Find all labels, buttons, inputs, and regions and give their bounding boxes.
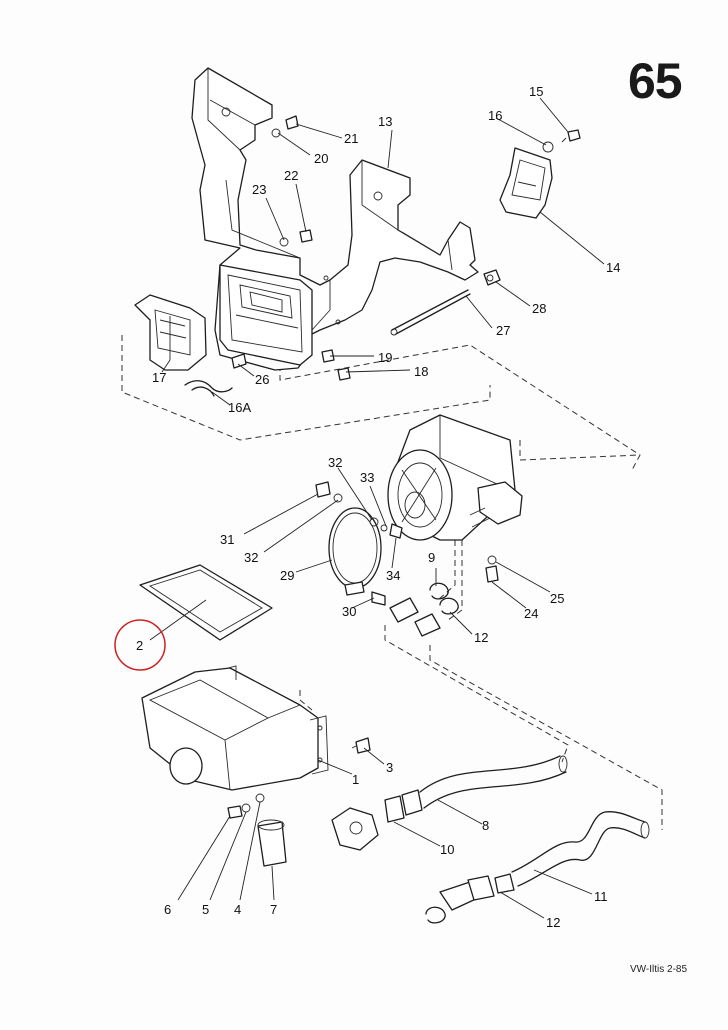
callout-9: 9 [428, 550, 435, 565]
part-15-screw [561, 129, 581, 143]
callout-8: 8 [482, 818, 489, 833]
callout-4: 4 [234, 902, 241, 917]
highlight-circle [114, 619, 166, 671]
callout-12-bottom: 12 [546, 915, 560, 930]
callout-25: 25 [550, 591, 564, 606]
part-3-screw [351, 737, 371, 754]
callout-19: 19 [378, 350, 392, 365]
callout-6: 6 [164, 902, 171, 917]
part-14-vent-flap [499, 141, 554, 219]
callout-13: 13 [378, 114, 392, 129]
part-29-clamp-ring [328, 507, 382, 596]
part-12-lower-fitting [425, 875, 495, 924]
callout-20: 20 [314, 151, 328, 166]
parts-24-25-screw [485, 555, 499, 583]
callout-27: 27 [496, 323, 510, 338]
callout-3: 3 [386, 760, 393, 775]
footer-reference: VW-Iltis 2-85 [630, 964, 688, 975]
page-number: 65 [628, 53, 683, 109]
callout-18: 18 [414, 364, 428, 379]
part-11-hose [494, 811, 650, 894]
callout-labels: 21 20 13 16 15 14 23 22 28 27 19 18 26 1… [136, 84, 620, 930]
callout-16A: 16A [228, 400, 251, 415]
callout-29: 29 [280, 568, 294, 583]
callout-32-top: 32 [328, 455, 342, 470]
part-16A-clip [184, 380, 233, 397]
callout-11: 11 [594, 889, 608, 904]
callout-34: 34 [386, 568, 400, 583]
part-28-grommet [483, 269, 501, 286]
assembly-dashed-lines [121, 335, 663, 830]
part-10-fitting [331, 789, 423, 851]
callout-1: 1 [352, 772, 359, 787]
callout-32-left: 32 [244, 550, 258, 565]
part-27-rod [390, 289, 471, 336]
callout-28: 28 [532, 301, 546, 316]
parts-9-12-hose-clamps [389, 582, 459, 637]
callout-14: 14 [606, 260, 620, 275]
part-13-heater-housing [191, 67, 479, 371]
callout-26: 26 [255, 372, 269, 387]
parts-4-7-small-parts [227, 793, 287, 867]
blower-motor-assembly [387, 414, 523, 541]
parts-30-34-fasteners [315, 481, 403, 606]
part-1-heater-box [141, 665, 329, 791]
callout-31: 31 [220, 532, 234, 547]
parts-20-23-fasteners [271, 115, 313, 247]
callout-2: 2 [136, 638, 143, 653]
part-26-clip [231, 353, 247, 369]
part-17-bracket [134, 294, 207, 371]
part-2-gasket [139, 564, 273, 641]
callout-7: 7 [270, 902, 277, 917]
callout-22: 22 [284, 168, 298, 183]
callout-24: 24 [524, 606, 538, 621]
callout-33: 33 [360, 470, 374, 485]
callout-30: 30 [342, 604, 356, 619]
callout-21: 21 [344, 131, 358, 146]
callout-23: 23 [252, 182, 266, 197]
callout-5: 5 [202, 902, 209, 917]
part-8-hose [419, 755, 568, 809]
parts-18-19-screws [321, 349, 351, 381]
callout-16: 16 [488, 108, 502, 123]
callout-15: 15 [529, 84, 543, 99]
callout-leader-lines [149, 97, 605, 919]
callout-12-mid: 12 [474, 630, 488, 645]
callout-10: 10 [440, 842, 454, 857]
callout-17: 17 [152, 370, 166, 385]
